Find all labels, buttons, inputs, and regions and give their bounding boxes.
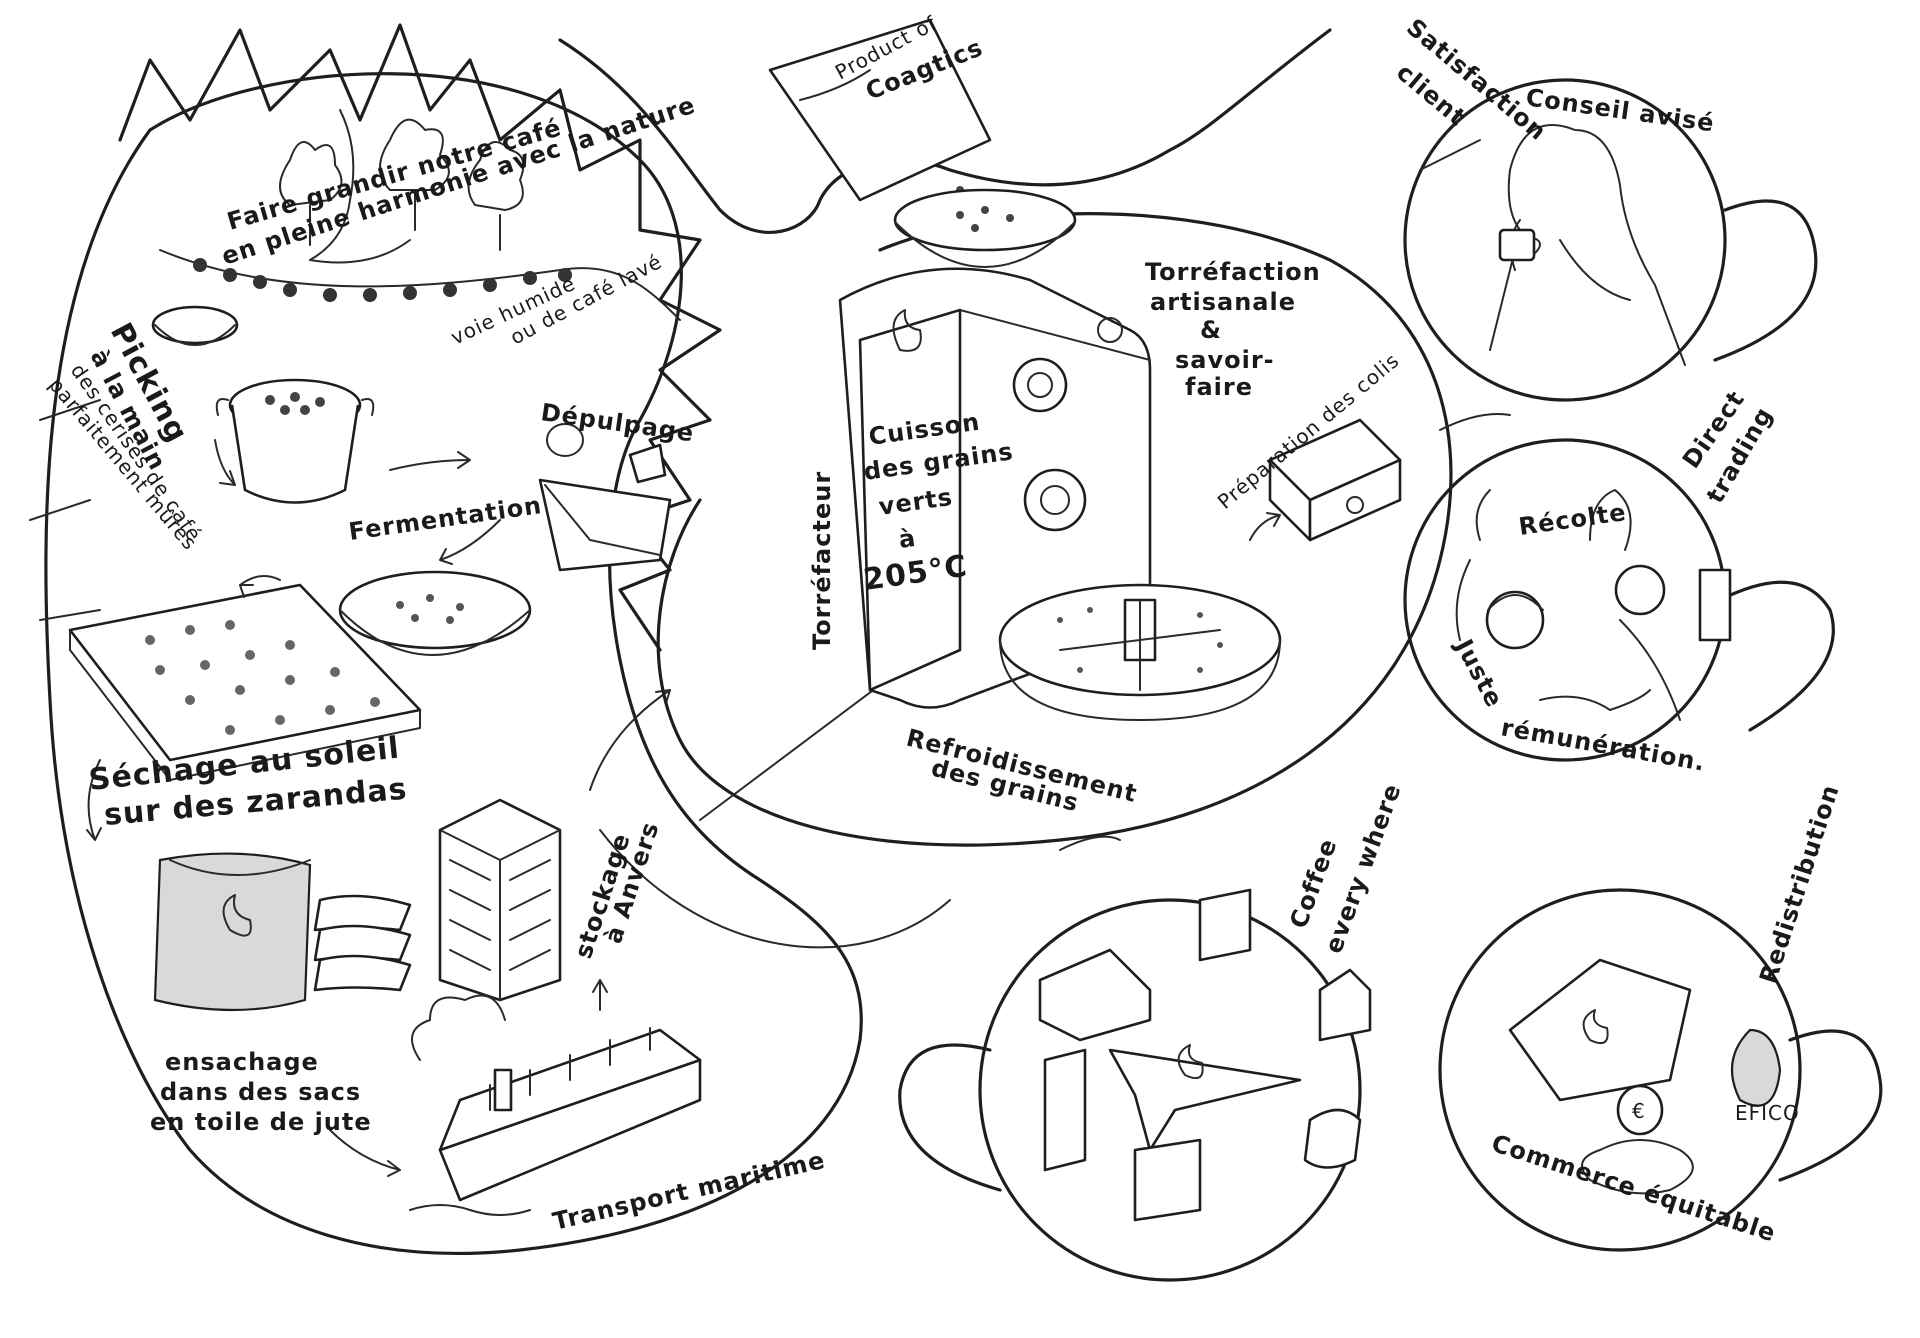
coffee-bag-icon <box>768 18 992 234</box>
cup-direct-trading <box>1403 438 1835 762</box>
cargo-ship-icon <box>409 994 702 1216</box>
label-remuneration: rémunération. <box>1499 713 1708 777</box>
label-commerce: Commerce équitable <box>1488 1129 1779 1247</box>
cooking-pot-icon <box>215 378 375 504</box>
fermentation-bowl-icon <box>338 570 532 656</box>
label-efico: EFICO <box>1735 1101 1800 1125</box>
label-depulpage: Dépulpage <box>539 398 696 447</box>
trees-illustration <box>279 109 525 264</box>
label-fermentation: Fermentation <box>347 491 544 546</box>
connectors <box>1059 413 1511 851</box>
warehouse-building-icon <box>438 798 562 1002</box>
label-transport: Transport maritime <box>550 1146 828 1236</box>
depulping-machine-icon <box>538 423 672 572</box>
label-ensachage-2: dans des sacs <box>160 1078 361 1106</box>
label-torrefaction-2: artisanale <box>1150 288 1296 316</box>
coffee-branch-illustration <box>159 249 681 321</box>
parcel-box-icon <box>1249 418 1402 542</box>
cup-coffee-everywhere <box>898 888 1372 1282</box>
label-ensachage: ensachage <box>165 1048 319 1076</box>
label-torrefaction-3: & <box>1200 316 1222 344</box>
drying-tray-icon <box>68 583 422 781</box>
label-torrefaction-4: savoir- <box>1175 346 1275 374</box>
label-torrefacteur: Torréfacteur <box>808 471 836 650</box>
label-redistribution: Redistribution <box>1754 781 1845 987</box>
cup-fair-trade <box>1438 888 1883 1252</box>
cherry-bowl-icon <box>151 305 239 346</box>
label-torrefaction-5: faire <box>1185 373 1253 401</box>
label-ensachage-3: en toile de jute <box>150 1108 372 1136</box>
label-torrefaction: Torréfaction <box>1145 258 1321 286</box>
roaster-hopper-icon <box>893 188 1077 268</box>
sack-stack-icon <box>313 894 412 992</box>
farm-process-blob <box>29 23 863 1255</box>
jute-sack-icon <box>153 852 312 1012</box>
label-euro: € <box>1632 1099 1646 1123</box>
label-recolte: Récolte <box>1517 498 1628 541</box>
label-nature-2: en pleine harmonie avec la nature <box>218 91 699 271</box>
cooling-tray-icon <box>998 583 1282 721</box>
label-cuisson-4: à <box>897 524 918 554</box>
cup-satisfaction <box>1403 78 1818 402</box>
